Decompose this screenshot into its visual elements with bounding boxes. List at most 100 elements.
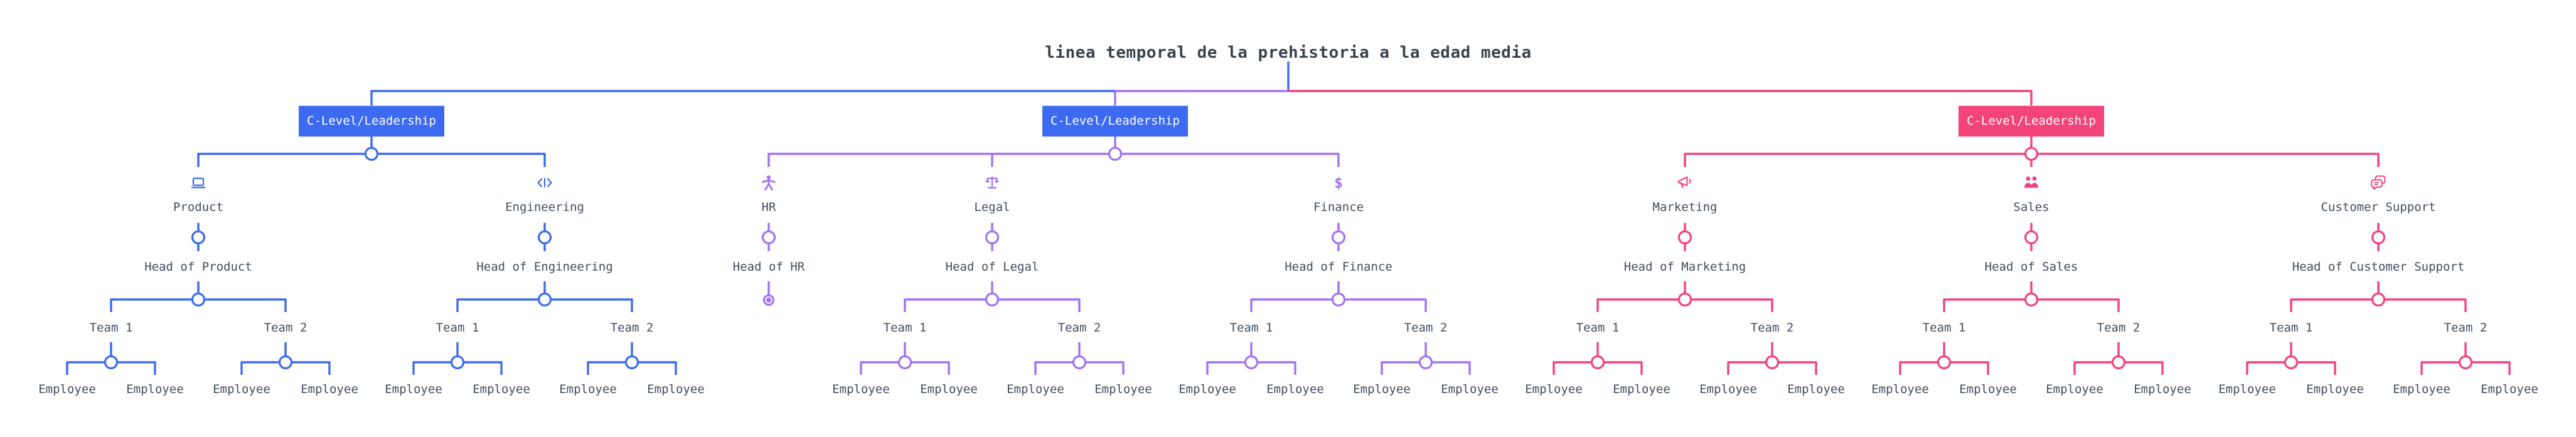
team-label: Team 2 (2097, 321, 2140, 335)
team-label: Team 2 (610, 321, 654, 335)
team-label: Team 1 (89, 321, 133, 335)
employee-label: Employee (1871, 382, 1929, 396)
junction-dot (897, 355, 912, 370)
connector-line (1114, 90, 1288, 105)
team-label: Team 1 (436, 321, 479, 335)
employee-label: Employee (647, 382, 705, 396)
junction-dot (1677, 292, 1692, 307)
department-label: Marketing (1652, 200, 1718, 214)
employee-label: Employee (1353, 382, 1411, 396)
junction-dot (2371, 292, 2386, 307)
employee-label: Employee (213, 382, 270, 396)
employee-label: Employee (126, 382, 184, 396)
junction-dot (450, 355, 465, 370)
junction-dot (537, 292, 552, 307)
connector-line (1288, 90, 2033, 105)
clevel-node: C-Level/Leadership (1042, 105, 1188, 136)
svg-text:$: $ (1334, 175, 1343, 192)
junction-dot (1108, 146, 1123, 161)
department-label: Customer Support (2321, 200, 2436, 214)
employee-label: Employee (2481, 382, 2538, 396)
head-label: Head of HR (732, 260, 805, 274)
head-label: Head of Finance (1285, 260, 1392, 274)
junction-dot (2371, 230, 2386, 245)
junction-dot (2284, 355, 2299, 370)
clevel-node: C-Level/Leadership (299, 105, 444, 136)
team-label: Team 1 (1229, 321, 1273, 335)
employee-label: Employee (2134, 382, 2191, 396)
team-label: Team 1 (1922, 321, 1966, 335)
employee-label: Employee (1007, 382, 1064, 396)
employee-label: Employee (1699, 382, 1757, 396)
junction-dot (1765, 355, 1780, 370)
employee-label: Employee (2306, 382, 2364, 396)
junction-dot (624, 355, 639, 370)
department-label: HR (761, 200, 776, 214)
junction-dot (1072, 355, 1087, 370)
junction-dot (1677, 230, 1692, 245)
head-label: Head of Engineering (476, 260, 613, 274)
junction-dot (2024, 292, 2039, 307)
employee-label: Employee (920, 382, 978, 396)
employee-label: Employee (2393, 382, 2450, 396)
junction-dot (1418, 355, 1433, 370)
laptop-icon (189, 173, 208, 192)
junction-dot (2024, 146, 2039, 161)
junction-dot (278, 355, 293, 370)
chat-icon (2369, 173, 2388, 192)
clevel-node: C-Level/Leadership (1959, 105, 2104, 136)
person-icon (759, 173, 778, 192)
junction-dot (1331, 230, 1346, 245)
employee-label: Employee (832, 382, 890, 396)
junction-dot (1244, 355, 1259, 370)
employee-label: Employee (473, 382, 530, 396)
junction-dot (2111, 355, 2126, 370)
employee-label: Employee (559, 382, 617, 396)
junction-dot (766, 298, 771, 303)
junction-dot (1331, 292, 1346, 307)
team-label: Team 2 (264, 321, 307, 335)
team-label: Team 2 (1750, 321, 1794, 335)
employee-label: Employee (1787, 382, 1845, 396)
employee-label: Employee (2218, 382, 2276, 396)
employee-label: Employee (38, 382, 96, 396)
head-label: Head of Customer Support (2292, 260, 2465, 274)
team-label: Team 1 (883, 321, 927, 335)
code-icon (535, 173, 554, 192)
junction-dot (1937, 355, 1952, 370)
head-label: Head of Sales (1984, 260, 2078, 274)
team-label: Team 1 (2269, 321, 2313, 335)
team-label: Team 1 (1576, 321, 1620, 335)
people-icon (2022, 173, 2041, 192)
junction-dot (985, 292, 1000, 307)
team-label: Team 2 (1404, 321, 1448, 335)
department-label: Engineering (505, 200, 584, 214)
employee-label: Employee (385, 382, 442, 396)
department-label: Product (173, 200, 224, 214)
team-label: Team 2 (1057, 321, 1101, 335)
employee-label: Employee (1959, 382, 2017, 396)
chart-title: linea temporal de la prehistoria a la ed… (1045, 43, 1532, 62)
employee-label: Employee (2046, 382, 2103, 396)
employee-label: Employee (1525, 382, 1583, 396)
junction-dot (2024, 230, 2039, 245)
dollar-icon: $ (1329, 173, 1348, 192)
junction-dot (761, 230, 776, 245)
team-label: Team 2 (2444, 321, 2488, 335)
employee-label: Employee (301, 382, 358, 396)
junction-dot (537, 230, 552, 245)
junction-dot (985, 230, 1000, 245)
connector-line (370, 90, 1115, 105)
junction-dot (104, 355, 119, 370)
connector-line (767, 153, 1340, 167)
employee-label: Employee (1178, 382, 1236, 396)
junction-dot (2458, 355, 2473, 370)
department-label: Finance (1313, 200, 1364, 214)
head-label: Head of Marketing (1623, 260, 1746, 274)
employee-label: Employee (1266, 382, 1324, 396)
scales-icon (983, 173, 1002, 192)
department-label: Sales (2013, 200, 2050, 214)
department-label: Legal (974, 200, 1010, 214)
